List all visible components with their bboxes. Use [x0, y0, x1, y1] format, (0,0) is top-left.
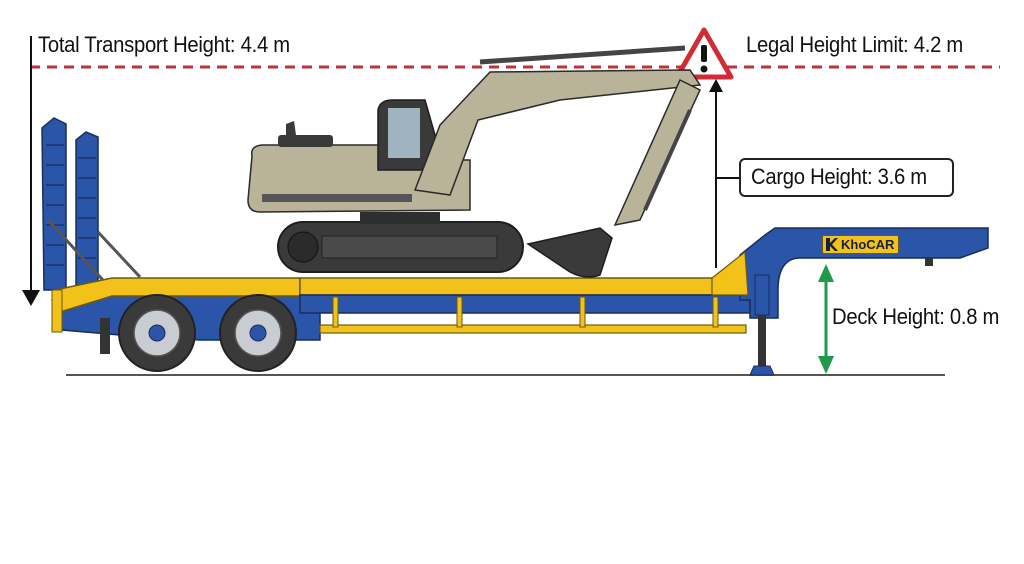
side-rail	[319, 324, 747, 334]
excavator	[247, 45, 702, 278]
cargo-height-text: Cargo Height: 3.6 m	[751, 164, 927, 189]
main-deck	[299, 277, 741, 296]
loading-ramps	[41, 117, 142, 292]
deck-height-label: Deck Height: 0.8 m	[832, 304, 1000, 329]
warning-triangle-icon	[674, 27, 734, 80]
brand-badge: KhoCAR	[822, 235, 900, 254]
boom	[413, 69, 702, 196]
bucket	[526, 227, 613, 278]
total-transport-height-label: Total Transport Height: 4.4 m	[38, 32, 290, 57]
rear-wheels	[118, 294, 297, 372]
brand-name: KhoCAR	[841, 237, 895, 252]
stick-arm	[613, 78, 701, 227]
brand-logo-icon	[826, 238, 838, 251]
cargo-height-label: Cargo Height: 3.6 m	[739, 158, 955, 197]
gooseneck	[739, 227, 989, 319]
legal-height-limit-label: Legal Height Limit: 4.2 m	[746, 32, 963, 57]
main-beam	[299, 294, 751, 314]
